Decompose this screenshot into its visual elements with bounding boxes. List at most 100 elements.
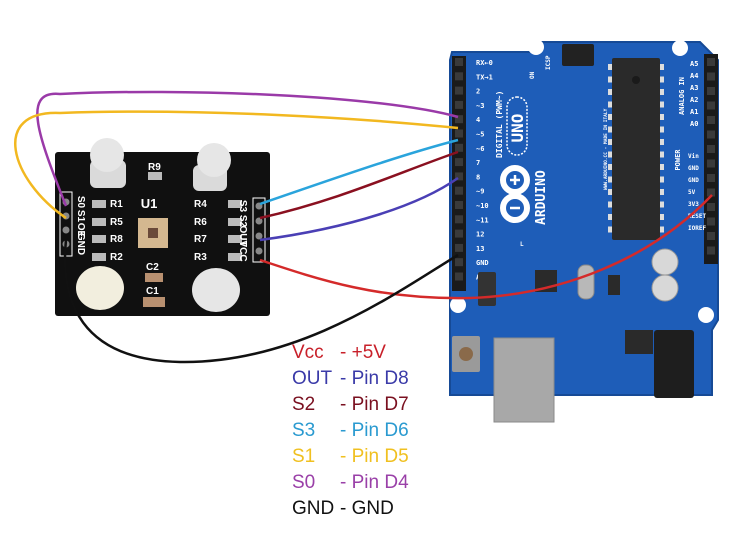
analog-pin-label: A4 (690, 72, 698, 80)
power-pin-label: GND (688, 177, 699, 184)
digital-pin-socket (455, 215, 463, 224)
resistor (228, 253, 242, 261)
header-pin-socket (707, 188, 715, 197)
resistor-label: R9 (148, 162, 161, 173)
sensor-pin-s2 (255, 217, 263, 225)
digital-pin-label: 4 (476, 116, 480, 124)
digital-pin-label: 13 (476, 245, 484, 253)
resistor-label: R6 (194, 217, 207, 228)
legend-destination: - Pin D6 (340, 420, 409, 441)
header-pin-socket (707, 145, 715, 153)
header-pin-socket (707, 232, 715, 240)
power-pin-label: GND (688, 165, 699, 172)
sensor-pin-label: S3 (237, 200, 248, 213)
legend-destination: - Pin D5 (340, 446, 409, 467)
crystal (577, 264, 595, 300)
wire-gnd-gnd (63, 239, 459, 364)
led-top-right (193, 143, 231, 191)
legend-destination: - Pin D7 (340, 394, 409, 415)
dc-power-jack (654, 330, 694, 398)
led-bottom-right (192, 268, 240, 312)
resistor-label: R2 (110, 252, 123, 263)
usb-connector (493, 337, 555, 423)
capacitor (143, 297, 165, 307)
atmega-chip (612, 58, 660, 240)
arduino-brand-text: ARDUINO (534, 170, 549, 225)
digital-header-title: DIGITAL (PWM~) (495, 91, 504, 158)
digital-pin-label: ~5 (476, 131, 484, 139)
sensor-pin-vcc (255, 247, 263, 255)
resistor (92, 200, 106, 208)
mounting-hole (698, 307, 714, 323)
digital-pin-label: GND (476, 259, 489, 267)
digital-pin-socket (455, 243, 463, 252)
legend-signal: S3 (292, 420, 316, 441)
power-header-title: POWER (674, 149, 682, 171)
digital-pin-socket (455, 143, 463, 152)
power-pin-label: RESET (688, 213, 706, 220)
digital-pin-socket (455, 158, 463, 167)
digital-pin-label: ~11 (476, 216, 489, 224)
wire-vcc-5v (259, 194, 713, 300)
header-pin-socket (707, 116, 715, 124)
wire-s0-d4 (36, 90, 459, 207)
digital-pin-socket (455, 258, 463, 267)
led-top-left (90, 138, 126, 188)
digital-pin-socket (455, 201, 463, 209)
legend-destination: - Pin D4 (340, 472, 409, 493)
digital-pin-socket (455, 129, 463, 138)
wire-s1-d5 (14, 110, 459, 220)
capacitor-label: C2 (146, 262, 159, 273)
analog-pin-label: A5 (690, 60, 698, 68)
digital-pin-socket (455, 86, 463, 95)
capacitor (145, 273, 163, 282)
resistor (228, 218, 242, 226)
digital-pin-label: 7 (476, 159, 480, 167)
sensor-pin-oe (62, 226, 70, 234)
capacitor-label: C1 (146, 286, 159, 297)
resistor-label: R5 (110, 217, 123, 228)
header-pin-socket (707, 87, 715, 95)
legend-signal: S0 (292, 472, 316, 493)
digital-pin-label: 2 (476, 88, 480, 96)
arduino-uno-board: ICSP RX←0TX→12~34~5~678~9~10~111213GNDAR… (449, 39, 719, 423)
resistor (148, 172, 162, 180)
icsp-label: ICSP (545, 55, 552, 70)
digital-pin-label: ~6 (476, 145, 484, 153)
legend-destination: - +5V (340, 342, 386, 363)
resistor (92, 235, 106, 243)
resistor-label: R3 (194, 252, 207, 263)
legend-signal: Vcc (292, 342, 324, 363)
uno-logo-text: UNO (508, 114, 527, 143)
resistor-label: R4 (194, 199, 207, 210)
digital-pin-socket (455, 58, 463, 66)
resistor-label: R8 (110, 234, 123, 245)
mounting-hole (528, 39, 544, 55)
digital-pin-socket (455, 172, 463, 181)
icsp-header (562, 44, 594, 66)
legend-signal: GND (292, 498, 335, 519)
header-pin-socket (707, 101, 715, 110)
sensor-pin-out (255, 232, 263, 240)
capacitor (651, 274, 679, 302)
sensor-pin-label: S1 (75, 210, 86, 223)
sensor-pin-label: S0 (75, 196, 86, 209)
legend-destination: - Pin D8 (340, 368, 409, 389)
wire-s3-d6 (259, 138, 459, 206)
sensor-pin-label: S2 (237, 215, 248, 228)
digital-pin-label: 12 (476, 231, 484, 239)
digital-pin-label: 8 (476, 173, 480, 181)
resistor (228, 235, 242, 243)
header-pin-socket (707, 159, 715, 168)
led-bottom-left (76, 266, 124, 310)
legend-destination: - GND (340, 498, 394, 519)
capacitor (651, 248, 679, 276)
on-label: ON (529, 71, 536, 79)
digital-pin-label: RX←0 (476, 59, 493, 67)
analog-pin-label: A2 (690, 96, 698, 104)
u1-label: U1 (141, 196, 158, 211)
header-pin-socket (707, 72, 715, 81)
resistor-label: R7 (194, 234, 207, 245)
